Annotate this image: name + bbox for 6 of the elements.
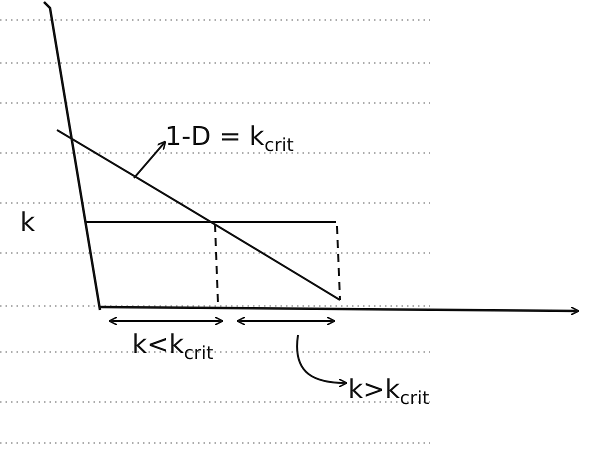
- axis-label: k: [20, 208, 36, 238]
- region-label: k<k$_{crit}$: [132, 330, 214, 366]
- region-label: k>k$_{crit}$: [348, 375, 430, 414]
- arrow: [133, 140, 166, 179]
- arrow: [296, 334, 348, 388]
- curve-label: 1-D = k$_{crit}$: [165, 122, 294, 162]
